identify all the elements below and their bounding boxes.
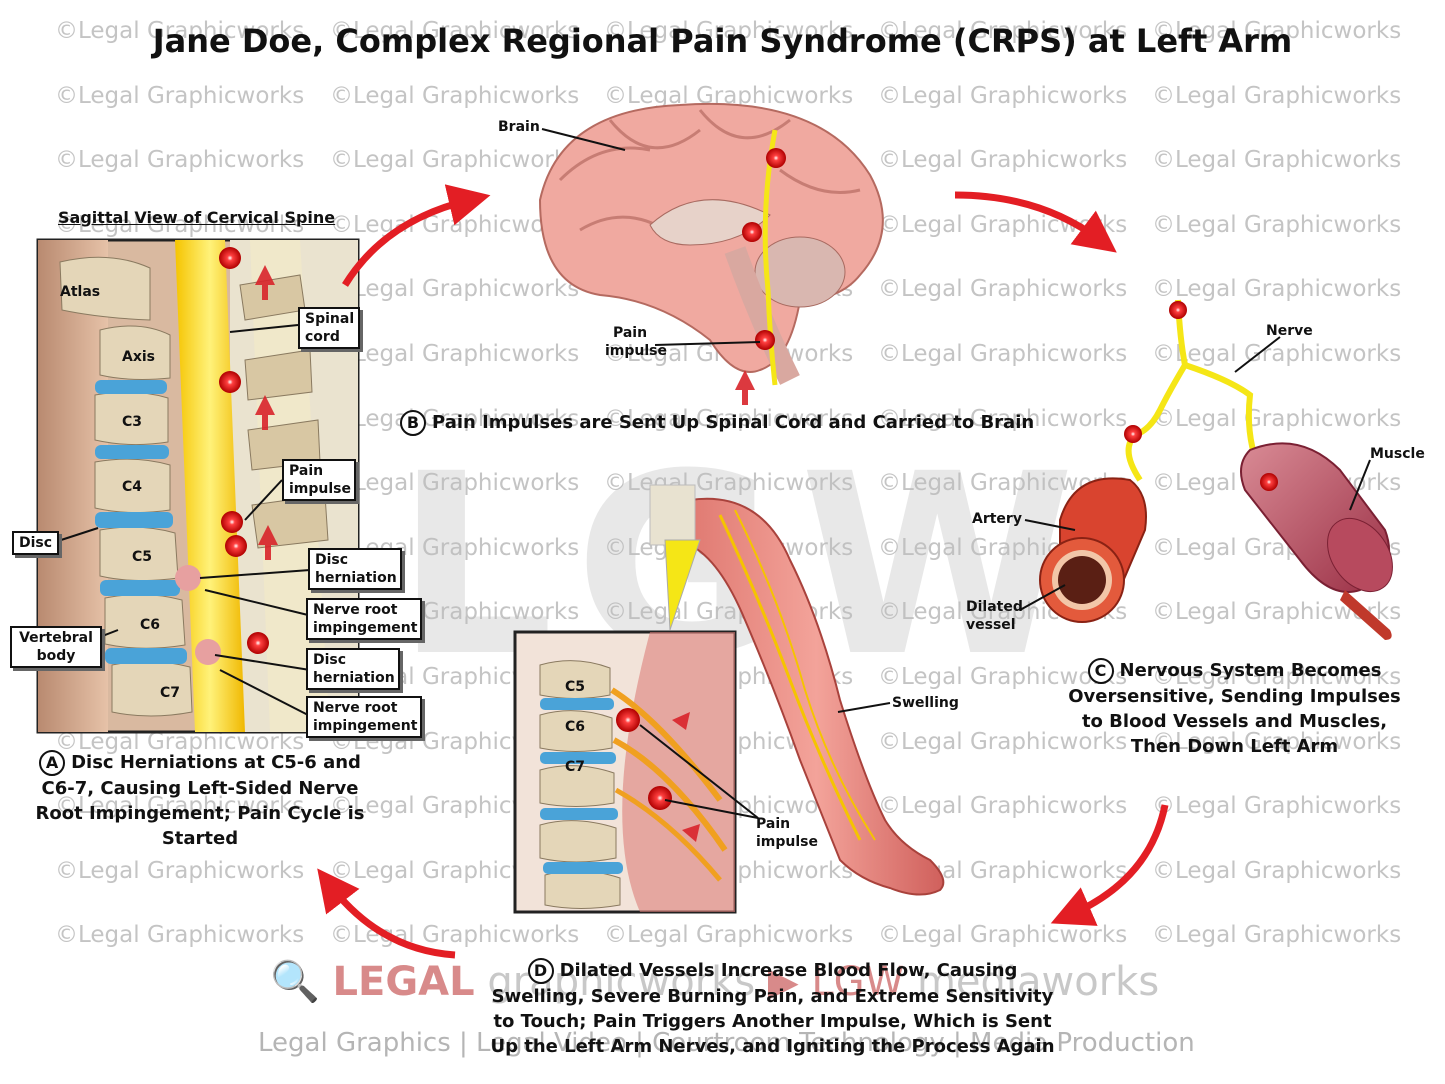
step-d-badge: D bbox=[527, 958, 554, 984]
dilated-vessel-label: Dilated vessel bbox=[966, 599, 1023, 633]
logo-legal: LEGAL bbox=[332, 959, 475, 1005]
brain-illustration bbox=[538, 102, 884, 386]
c7-label: C7 bbox=[160, 685, 181, 701]
nerve-root-impingement-label-2: Nerve root impingement bbox=[306, 696, 422, 738]
footer-tagline: Legal Graphics | Legal Video | Courtroom… bbox=[258, 1028, 1195, 1058]
play-icon: ▶ bbox=[767, 959, 799, 1005]
inset-c6-label: C6 bbox=[565, 719, 586, 735]
pain-impulse-label-d: Pain impulse bbox=[756, 816, 819, 850]
inset-c7-label: C7 bbox=[565, 759, 586, 775]
step-b-badge: B bbox=[400, 410, 426, 436]
atlas-label: Atlas bbox=[60, 284, 101, 300]
magnifier-icon: 🔍 bbox=[270, 959, 320, 1005]
muscle-label: Muscle bbox=[1370, 446, 1425, 462]
nerve-label: Nerve bbox=[1266, 323, 1313, 339]
caption-a-text: Disc Herniations at C5-6 and C6-7, Causi… bbox=[35, 752, 365, 849]
caption-b-text: Pain Impulses are Sent Up Spinal Cord an… bbox=[432, 412, 1035, 433]
c6-label: C6 bbox=[140, 617, 161, 633]
inset-c5-label: C5 bbox=[565, 679, 586, 695]
intervertebral-discs bbox=[95, 380, 187, 664]
vertebral-body-label: Vertebral body bbox=[10, 626, 102, 668]
caption-d-text: Dilated Vessels Increase Blood Flow, Cau… bbox=[490, 960, 1055, 1057]
step-a-badge: A bbox=[39, 750, 66, 776]
disc-herniation-label-2: Disc herniation bbox=[306, 648, 400, 690]
nerve-vessel-muscle-illustration bbox=[1039, 299, 1393, 640]
caption-c-text: Nervous System Becomes Oversensitive, Se… bbox=[1068, 660, 1401, 757]
nerve-root-impingement-label-1: Nerve root impingement bbox=[306, 598, 422, 640]
caption-b: B Pain Impulses are Sent Up Spinal Cord a… bbox=[400, 410, 1060, 436]
disc-label: Disc bbox=[12, 531, 60, 555]
sagittal-view-heading: Sagittal View of Cervical Spine bbox=[58, 208, 336, 227]
c5-label: C5 bbox=[132, 549, 153, 565]
pain-impulse-label-b: Pain impulse bbox=[605, 325, 668, 359]
spinal-cord-label: Spinal cord bbox=[298, 307, 360, 349]
arm-illustration bbox=[649, 484, 945, 896]
disc-herniation-label-1: Disc herniation bbox=[308, 548, 402, 590]
c3-label: C3 bbox=[122, 414, 143, 430]
artery-label: Artery bbox=[972, 511, 1022, 527]
swelling-label: Swelling bbox=[892, 695, 959, 711]
page-title: Jane Doe, Complex Regional Pain Syndrome… bbox=[152, 22, 1293, 60]
c4-label: C4 bbox=[122, 479, 143, 495]
logo-mediaworks: mediaworks bbox=[916, 959, 1160, 1005]
cervical-inset-illustration bbox=[513, 630, 737, 914]
pain-impulse-label-a: Pain impulse bbox=[282, 459, 356, 501]
axis-label: Axis bbox=[122, 349, 155, 365]
brain-label: Brain bbox=[498, 119, 540, 135]
step-c-badge: C bbox=[1087, 658, 1114, 684]
vertebral-bodies bbox=[59, 256, 193, 717]
logo-lgw: LGW bbox=[811, 959, 905, 1005]
